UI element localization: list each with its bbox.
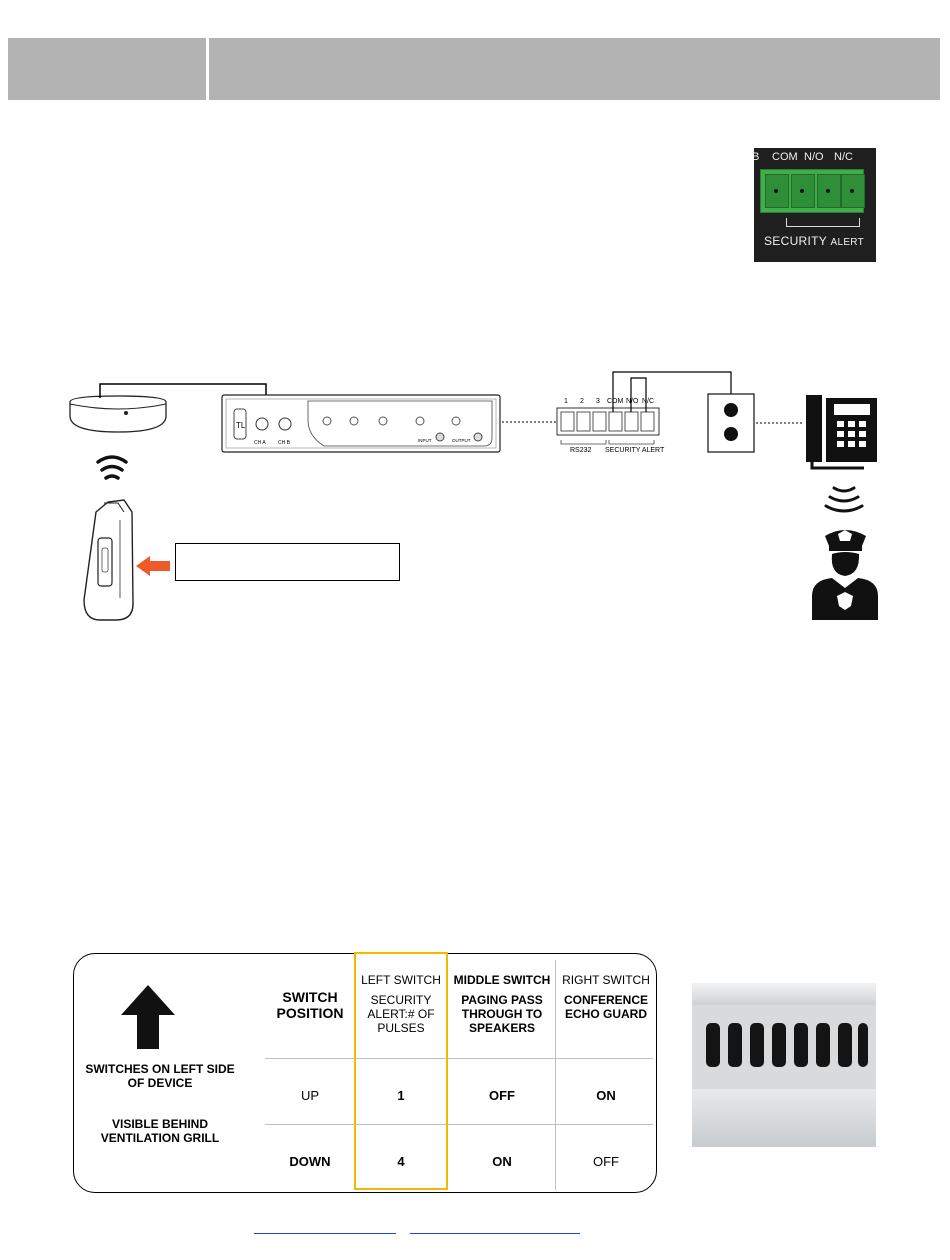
grill-slot xyxy=(772,1023,786,1067)
row-down-middle: ON xyxy=(492,1154,512,1169)
police-officer-icon xyxy=(812,530,878,620)
footer-link-2[interactable] xyxy=(410,1233,580,1234)
right-switch-title: RIGHT SWITCH xyxy=(562,973,650,987)
device-ch-b: CH B xyxy=(278,440,291,446)
terminal-strip-icon: 1 2 3 COM N/O N/C RS232 SECURITY ALERT xyxy=(556,398,665,454)
com-wire xyxy=(612,371,732,412)
desk-phone-icon xyxy=(806,395,877,470)
right-switch-header: RIGHT SWITCH CONFERENCE ECHO GUARD xyxy=(557,973,655,1021)
dip-switch-table xyxy=(73,953,657,1193)
switch-position-header: SWITCH POSITION xyxy=(265,989,355,1021)
wireless-signal-icon xyxy=(96,455,128,480)
sound-wave-icon xyxy=(824,486,864,513)
left-switch-title: LEFT SWITCH xyxy=(361,973,441,987)
grill-slot xyxy=(728,1023,742,1067)
header-cell-right xyxy=(209,38,940,100)
grill-slot xyxy=(838,1023,852,1067)
security-alert-label: SECURITY ALERT xyxy=(605,447,665,454)
device-input: INPUT xyxy=(418,438,432,443)
grill-slot xyxy=(858,1023,868,1067)
terminal-label-b: B xyxy=(754,151,760,163)
switches-location-note: SWITCHES ON LEFT SIDE OF DEVICE xyxy=(85,1062,235,1090)
terminal-slot xyxy=(791,174,815,208)
device-output: OUTPUT xyxy=(452,438,471,443)
terminal-number-3: 3 xyxy=(596,398,600,405)
wiring-diagram-svg: TL CH A CH B INPUT OUTPUT 1 2 3 COM N/O … xyxy=(69,371,878,621)
row-up-position: UP xyxy=(300,1088,320,1103)
grill-slot xyxy=(794,1023,808,1067)
grill-slot xyxy=(750,1023,764,1067)
footer-link-1[interactable] xyxy=(254,1233,396,1234)
mic-cable xyxy=(99,383,267,398)
pointer-arrow-icon xyxy=(136,556,170,576)
table-row-divider xyxy=(265,1124,653,1125)
header-cell-left xyxy=(8,38,206,100)
footer-links xyxy=(254,1233,584,1237)
main-device-icon: TL CH A CH B INPUT OUTPUT xyxy=(221,394,501,453)
row-up-right: ON xyxy=(596,1088,616,1103)
rs232-label: RS232 xyxy=(570,447,592,454)
middle-switch-title: MIDDLE SWITCH xyxy=(453,973,551,987)
right-switch-subtitle: CONFERENCE ECHO GUARD xyxy=(563,993,648,1021)
terminal-number-1: 1 xyxy=(564,398,568,405)
grill-slot xyxy=(706,1023,720,1067)
device-ch-a: CH A xyxy=(254,440,266,446)
terminal-label-no: N/O xyxy=(804,151,824,163)
row-down-position: DOWN xyxy=(289,1154,331,1169)
table-col-divider xyxy=(555,960,556,1190)
terminal-caption-sub: ALERT xyxy=(830,237,865,248)
switch-position-header-line1: SWITCH xyxy=(282,989,338,1005)
middle-switch-header: MIDDLE SWITCH PAGING PASS THROUGH TO SPE… xyxy=(449,973,555,1035)
grill-slot xyxy=(816,1023,830,1067)
terminal-slot xyxy=(765,174,789,208)
terminal-number-com: COM xyxy=(607,398,624,405)
terminal-slot xyxy=(841,174,865,208)
panic-button-callout-box xyxy=(175,543,400,581)
terminal-number-no: N/O xyxy=(626,398,639,405)
header-bar xyxy=(8,38,940,100)
middle-switch-subtitle: PAGING PASS THROUGH TO SPEAKERS xyxy=(461,993,543,1035)
left-switch-column-highlight xyxy=(354,952,448,1190)
relay-box-icon xyxy=(707,393,755,453)
row-up-left: 1 xyxy=(397,1088,405,1103)
terminal-slot xyxy=(817,174,841,208)
terminal-caption: SECURITY ALERT xyxy=(764,234,864,248)
row-down-left: 4 xyxy=(397,1154,405,1169)
no-nc-wire xyxy=(630,377,647,412)
green-terminal-block xyxy=(760,169,865,213)
grill-top-edge xyxy=(692,983,876,1005)
terminal-bracket xyxy=(786,218,860,227)
left-switch-header: LEFT SWITCH SECURITY ALERT:# OF PULSES xyxy=(355,973,447,1035)
ventilation-grill-photo xyxy=(692,983,876,1147)
panic-button-icon xyxy=(83,499,134,621)
ceiling-mic-icon xyxy=(69,395,167,433)
switch-position-header-line2: POSITION xyxy=(276,1005,344,1021)
row-down-right: OFF xyxy=(593,1154,619,1169)
terminal-label-com: COM xyxy=(772,151,798,163)
terminal-number-nc: N/C xyxy=(642,398,654,405)
grill-bottom-panel xyxy=(692,1089,876,1147)
table-row-divider xyxy=(265,1058,653,1059)
device-logo: TL xyxy=(236,421,246,430)
row-up-middle: OFF xyxy=(489,1088,515,1103)
terminal-label-nc: N/C xyxy=(834,151,853,163)
terminal-caption-main: SECURITY xyxy=(764,234,827,248)
wiring-diagram: TL CH A CH B INPUT OUTPUT 1 2 3 COM N/O … xyxy=(0,360,950,640)
ventilation-grill-note: VISIBLE BEHIND VENTILATION GRILL xyxy=(100,1117,220,1145)
terminal-number-2: 2 xyxy=(580,398,584,405)
left-switch-subtitle: SECURITY ALERT:# OF PULSES xyxy=(367,993,435,1035)
arrow-up-icon xyxy=(121,985,175,1049)
security-alert-terminal-photo: B COM N/O N/C SECURITY ALERT xyxy=(754,148,876,262)
terminal-photo-labels: B COM N/O N/C xyxy=(754,151,876,165)
